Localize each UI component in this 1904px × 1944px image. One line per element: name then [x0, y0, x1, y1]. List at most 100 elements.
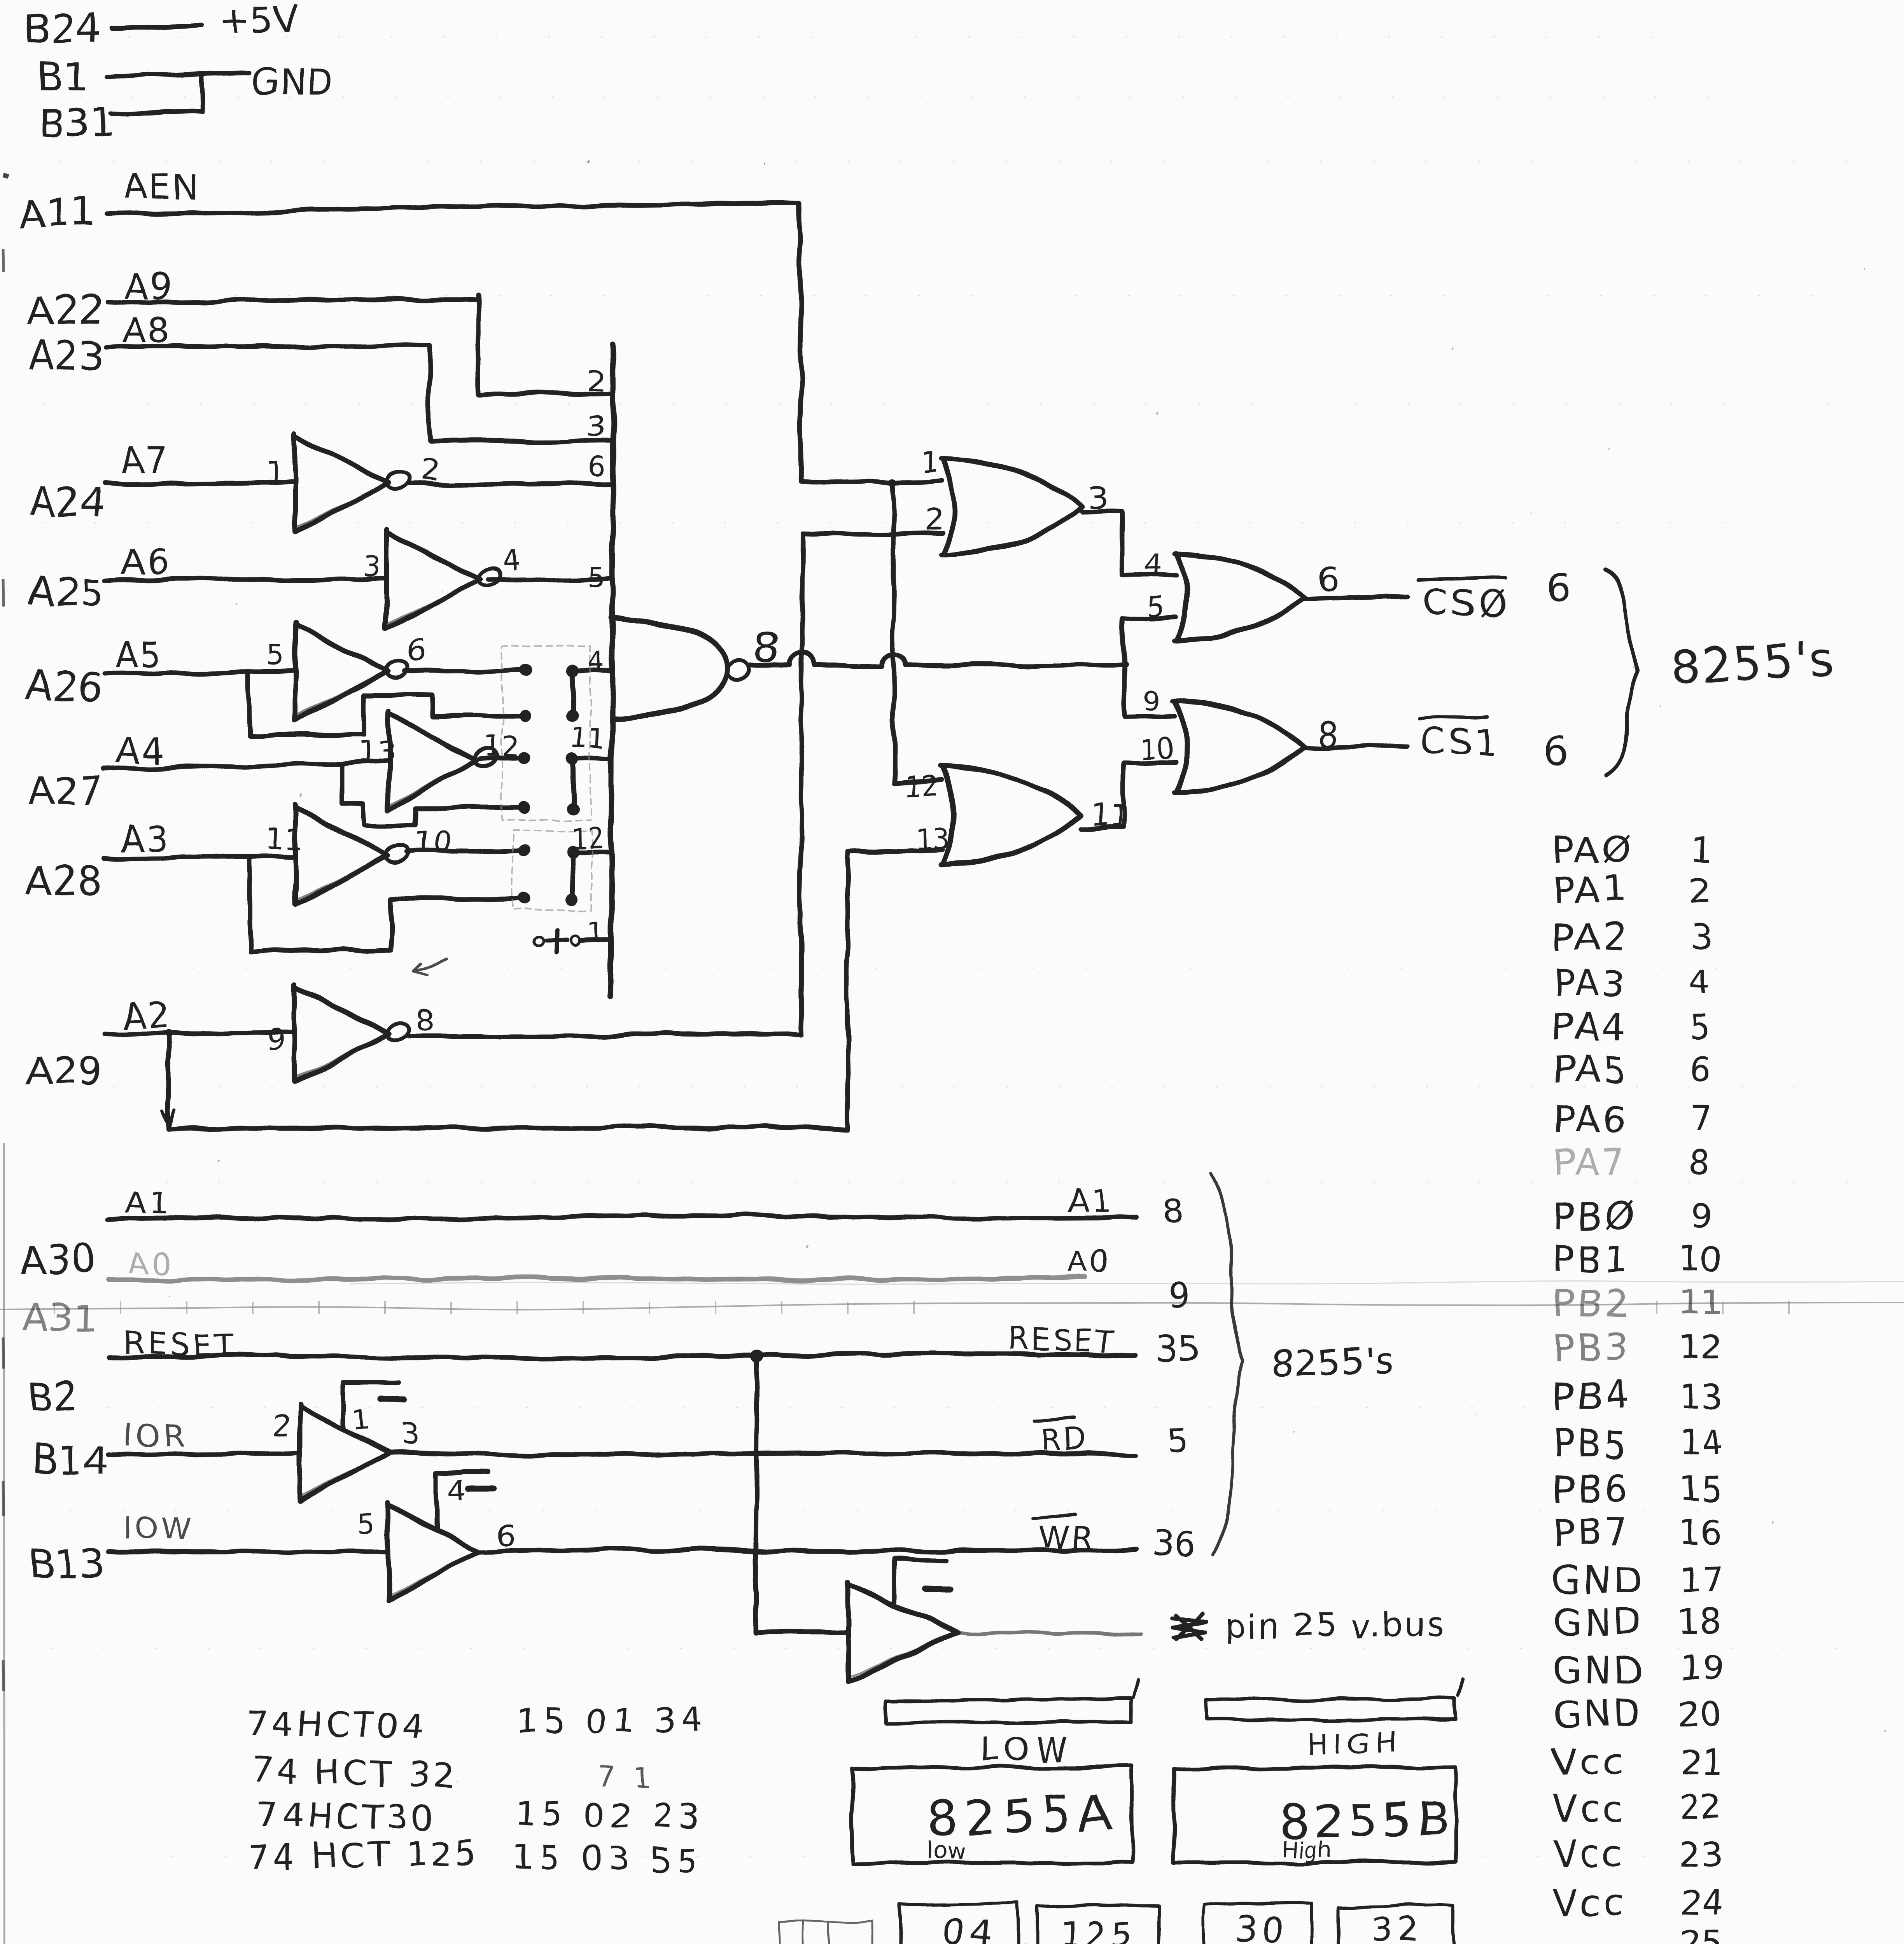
inverter-a3-bubble	[384, 842, 411, 864]
label-or3-out: 8	[1318, 716, 1339, 755]
label-inverter-pin: 12	[483, 729, 521, 764]
label-pintable-vcc-23: Vcc	[1552, 1881, 1626, 1925]
board-8255a-box	[850, 1765, 1134, 1865]
label-signal-iow: IOW	[121, 1510, 194, 1547]
label-pintable-num: 9	[1689, 1195, 1712, 1235]
label-pintable-vcc-20: Vcc	[1552, 1739, 1626, 1784]
scan-edge-left	[3, 1143, 5, 1944]
label-buffer-ior-en: 1	[351, 1403, 370, 1436]
label-board-8255b-sub: High	[1283, 1836, 1332, 1863]
label-pintable-pb5-13: PB5	[1552, 1422, 1631, 1467]
jumper-box-upper	[501, 645, 591, 821]
label-chip-signal: A0	[1068, 1244, 1112, 1280]
wire-b1-gnd	[105, 70, 251, 78]
label-signal-a2: A2	[121, 995, 172, 1037]
label-pintable-pb2-10: PB2	[1552, 1282, 1631, 1326]
board-part-125-box	[1036, 1904, 1160, 1944]
label-board-part-30: 30	[1234, 1909, 1290, 1944]
wire-iow-out	[477, 1547, 1138, 1554]
wire-a3-tap	[248, 855, 527, 953]
label-or4-out: 11	[1090, 798, 1129, 833]
speck	[1156, 411, 1159, 415]
wire-a8-elbow	[427, 343, 614, 444]
label-board-high: HIGH	[1306, 1726, 1404, 1762]
label-cs1-chip-pin: 6	[1543, 729, 1569, 774]
label-board-8255b: 8255B	[1279, 1792, 1454, 1850]
scan-edge-dash	[2, 579, 5, 607]
inverter-a5-triangle	[293, 620, 391, 724]
board-8255b-box	[1172, 1765, 1458, 1865]
label-signal-a8: A8	[122, 310, 172, 351]
label-chip-code: 15 02 23	[514, 1794, 705, 1837]
wire-a6-in	[103, 577, 389, 582]
label-pintable-gnd-17: GND	[1552, 1601, 1645, 1645]
inverter-a7-triangle	[293, 431, 391, 535]
inverter-a2-bubble	[384, 1020, 411, 1042]
label-chip-pin: 36	[1152, 1523, 1196, 1565]
label-inverter-pin: 1	[265, 455, 284, 489]
schematic-ink: B24 +5V B1 GND B31 A11 AEN A22 A9 A23 A8…	[18, 0, 1836, 1944]
board-part-32-box	[1336, 1904, 1454, 1944]
label-signal-a6: A6	[121, 541, 171, 583]
wire-a0-row	[106, 1275, 1087, 1283]
label-pintable-gnd-16: GND	[1552, 1559, 1644, 1602]
jumper-dot-50	[519, 893, 531, 905]
label-pintable-num: 19	[1679, 1648, 1724, 1689]
label-nand-pin-plus: 1	[587, 916, 606, 949]
board-part-stub-box	[778, 1920, 873, 1944]
wire-a9-elbow	[476, 293, 614, 397]
label-pintable-num: 1	[1690, 830, 1712, 870]
inverter-a3-restroke	[296, 856, 385, 900]
label-chip-pin: 5	[1167, 1420, 1190, 1460]
board-part-30-box	[1202, 1901, 1314, 1944]
wire-a7-in	[102, 480, 298, 486]
label-nand-pin-a7: 6	[587, 449, 606, 483]
inverter-a4-restroke	[390, 760, 473, 805]
label-pintable-num: 3	[1690, 916, 1712, 956]
label-buffer-iow-en: 4	[448, 1473, 467, 1506]
overline-cs0	[1416, 575, 1508, 581]
label-signal-a4: A4	[116, 731, 166, 772]
label-or2-in1: 4	[1144, 548, 1162, 580]
label-nand-out: 8	[753, 622, 782, 672]
speck	[806, 1245, 809, 1248]
label-board-part-32: 32	[1371, 1910, 1424, 1944]
label-inverter-pin: 10	[414, 825, 452, 859]
label-pintable-num: 10	[1679, 1238, 1724, 1279]
jumper-dot-40	[519, 845, 531, 858]
label-pin-a30: A30	[19, 1236, 96, 1284]
label-or3-in1: 9	[1143, 685, 1162, 718]
label-pintable-pb1-9: PB1	[1552, 1238, 1631, 1282]
tick-high	[1457, 1677, 1465, 1698]
inverter-a3-triangle	[292, 803, 391, 907]
label-signal-5v: +5V	[219, 0, 300, 43]
wire-a5-in	[102, 670, 298, 675]
speck	[235, 602, 238, 605]
label-chip-signal: A1	[1068, 1184, 1113, 1219]
label-buffer-iow-in: 5	[357, 1508, 376, 1541]
speck	[1659, 705, 1662, 708]
label-or3-in2: 10	[1139, 732, 1175, 766]
overline-wr	[1031, 1514, 1076, 1519]
label-pintable-pa3-3: PA3	[1552, 962, 1629, 1005]
label-buffer-ior-in: 2	[272, 1409, 291, 1442]
label-pin-a28: A28	[26, 858, 103, 904]
label-board-8255a-sub: low	[925, 1837, 966, 1865]
wire-a2-tap-bottom	[166, 1125, 850, 1132]
jumper-dot-00	[519, 665, 531, 677]
label-signal-a5: A5	[114, 634, 164, 675]
label-nand-pin-a8: 3	[587, 410, 606, 443]
label-nand-pin-a4: 11	[569, 722, 606, 755]
wire-nand-out	[749, 651, 1125, 667]
wire-plus-to-nand	[578, 938, 614, 944]
label-pin-a27: A27	[28, 768, 104, 814]
label-signal-aen: AEN	[122, 165, 200, 208]
label-chip-name: 74 HCT 125	[248, 1834, 481, 1878]
overline-rd	[1033, 1417, 1076, 1422]
label-pintable-pb3-11: PB3	[1552, 1325, 1631, 1370]
label-inverter-pin: 6	[407, 633, 426, 668]
label-inverter-pin: 13	[357, 734, 395, 769]
label-cs1: CS1	[1421, 722, 1500, 763]
